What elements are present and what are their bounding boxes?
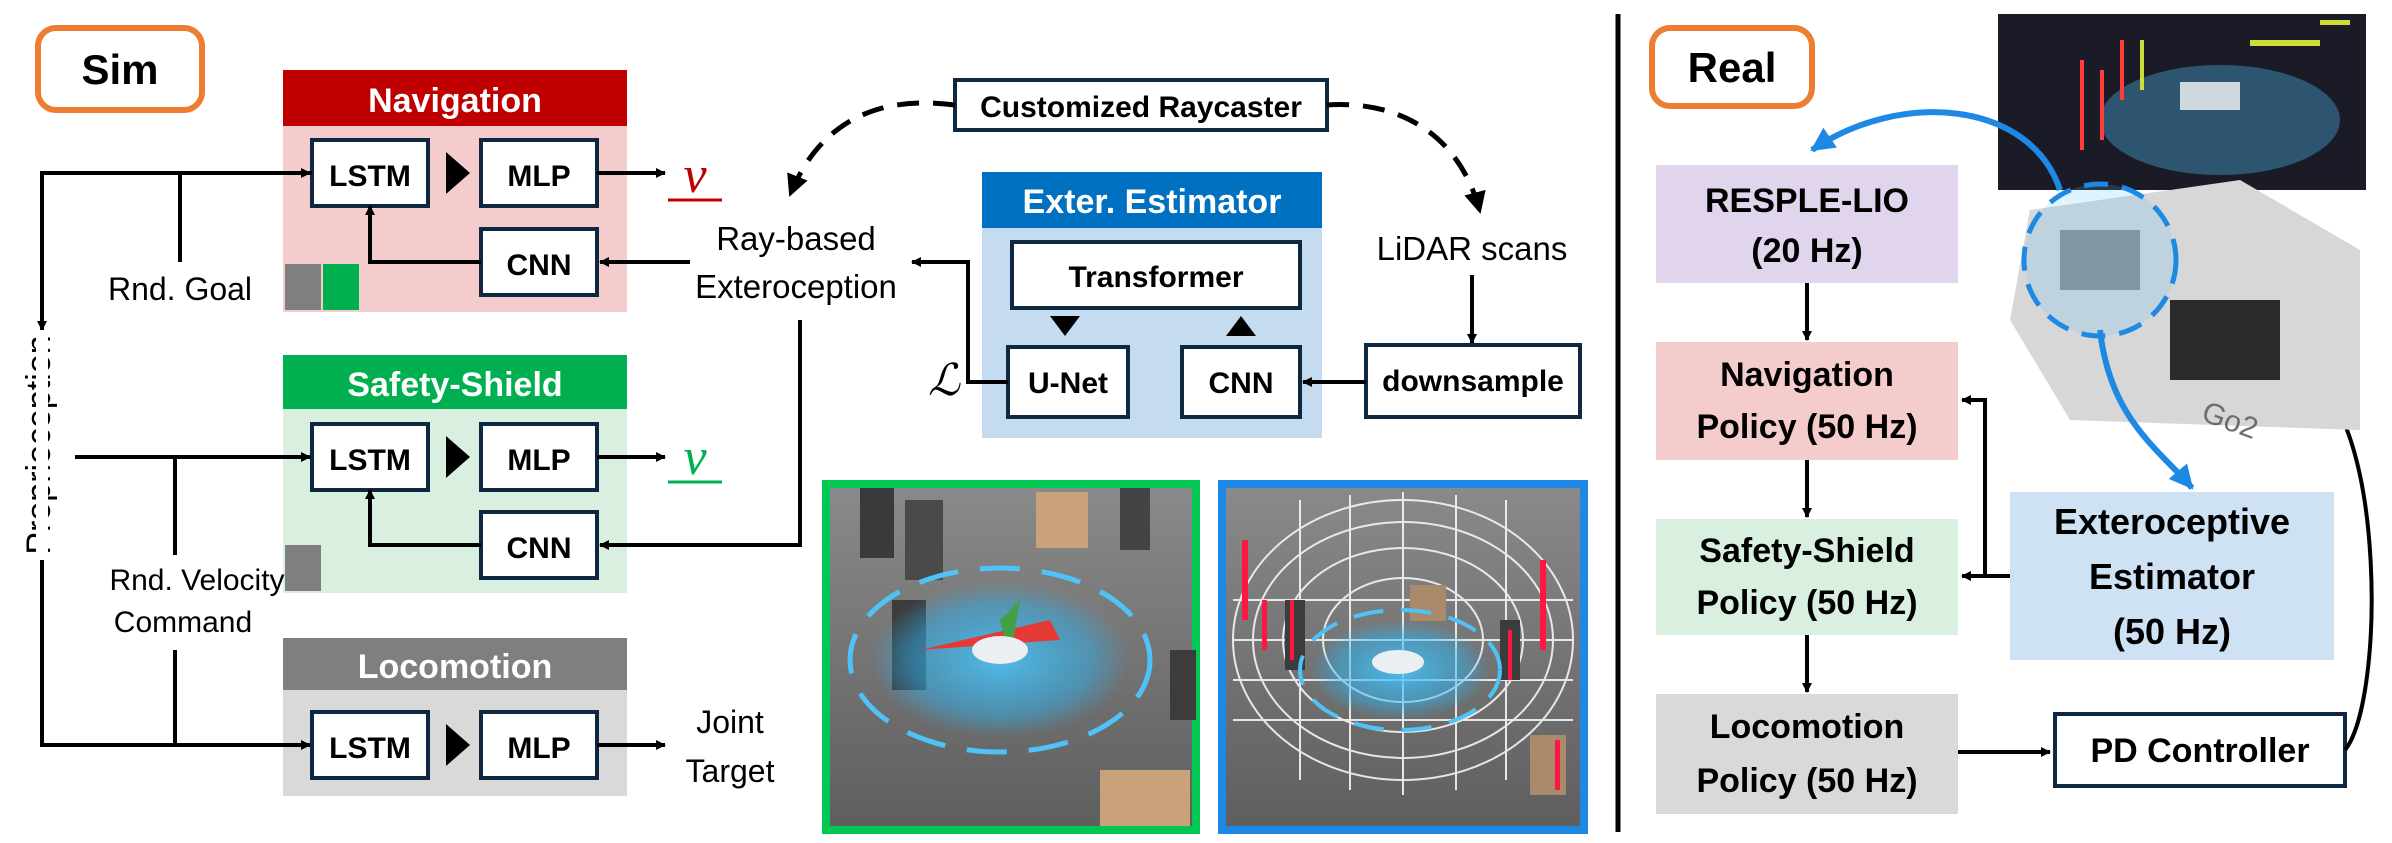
nav-cnn-box	[479, 227, 599, 297]
exteroceptive-line3: (50 Hz)	[2113, 611, 2231, 652]
nav-output-v: v	[683, 147, 707, 204]
ray-based-line2: Exteroception	[695, 268, 897, 305]
loco-mlp-box	[479, 710, 599, 780]
nav-lstm-box	[310, 138, 430, 208]
proprioception-inputs	[37, 171, 312, 750]
joint-target-line1: Joint	[696, 704, 764, 740]
exteroceptive-estimator-box	[2010, 492, 2334, 660]
locomotion-title: Locomotion	[358, 648, 553, 686]
safety-policy-line2: Policy (50 Hz)	[1696, 584, 1917, 622]
rnd-velocity-line2: Command	[114, 606, 252, 639]
safety-cnn-label: CNN	[507, 532, 572, 565]
transformer-label: Transformer	[1068, 261, 1243, 294]
safety-shield-block: Safety-Shield LSTM MLP CNN	[283, 355, 627, 593]
navigation-title: Navigation	[368, 82, 542, 120]
locomotion-block: Locomotion LSTM MLP	[283, 638, 627, 796]
real-robot-photo: Go2	[1998, 14, 2366, 446]
exteroceptive-line2: Estimator	[2089, 556, 2255, 597]
downsample-box	[1364, 343, 1582, 419]
joint-target-line2: Target	[686, 753, 775, 789]
estimator-cnn-box	[1180, 345, 1302, 419]
sim-scene-image-2	[1218, 480, 1588, 834]
sim-scene-image-1	[822, 480, 1200, 834]
resple-lio-box	[1656, 165, 1958, 283]
ray-based-line1: Ray-based	[716, 220, 876, 257]
sim-tag: Sim	[35, 25, 205, 113]
nav-lstm-label: LSTM	[329, 160, 411, 193]
estimator-title: Exter. Estimator	[1023, 183, 1282, 221]
resple-lio-line1: RESPLE-LIO	[1705, 182, 1909, 220]
pd-controller-box	[2053, 712, 2347, 788]
locomotion-policy-line2: Policy (50 Hz)	[1696, 762, 1917, 800]
safety-lstm-label: LSTM	[329, 444, 411, 477]
unet-label: U-Net	[1028, 367, 1108, 400]
loco-lstm-label: LSTM	[329, 732, 411, 765]
real-tag: Real	[1649, 25, 1815, 109]
pd-controller-label: PD Controller	[2090, 732, 2309, 770]
locomotion-policy-box	[1656, 694, 1958, 814]
real-tag-label: Real	[1688, 44, 1777, 91]
lidar-scans-label: LiDAR scans	[1377, 230, 1568, 267]
nav-mlp-label: MLP	[507, 160, 570, 193]
rnd-velocity-line1: Rnd. Velocity	[109, 564, 284, 597]
navigation-block: Navigation LSTM MLP CNN	[283, 70, 627, 312]
downsample-label: downsample	[1382, 365, 1564, 398]
unet-box	[1006, 345, 1130, 419]
navigation-policy-line2: Policy (50 Hz)	[1696, 408, 1917, 446]
estimator-cnn-label: CNN	[1209, 367, 1274, 400]
safety-mlp-label: MLP	[507, 444, 570, 477]
navigation-policy-line1: Navigation	[1720, 356, 1894, 394]
loss-symbol: ℒ	[928, 356, 961, 405]
safety-output-v: v	[683, 429, 707, 486]
nav-mlp-box	[479, 138, 599, 208]
transformer-box	[1010, 240, 1302, 310]
loco-lstm-box	[310, 710, 430, 780]
navigation-policy-box	[1656, 342, 1958, 460]
raycaster-label: Customized Raycaster	[980, 91, 1302, 124]
safety-shield-title: Safety-Shield	[347, 366, 562, 404]
sim-tag-label: Sim	[81, 46, 158, 93]
rnd-goal-label: Rnd. Goal	[108, 271, 252, 307]
exter-estimator-block: Exter. Estimator Transformer U-Net CNN	[982, 172, 1322, 438]
safety-policy-line1: Safety-Shield	[1699, 532, 1914, 570]
resple-lio-line2: (20 Hz)	[1751, 232, 1862, 270]
loco-mlp-label: MLP	[507, 732, 570, 765]
locomotion-policy-line1: Locomotion	[1710, 708, 1905, 746]
nav-cnn-label: CNN	[507, 249, 572, 282]
safety-policy-box	[1656, 519, 1958, 635]
exteroceptive-line1: Exteroceptive	[2054, 501, 2290, 542]
